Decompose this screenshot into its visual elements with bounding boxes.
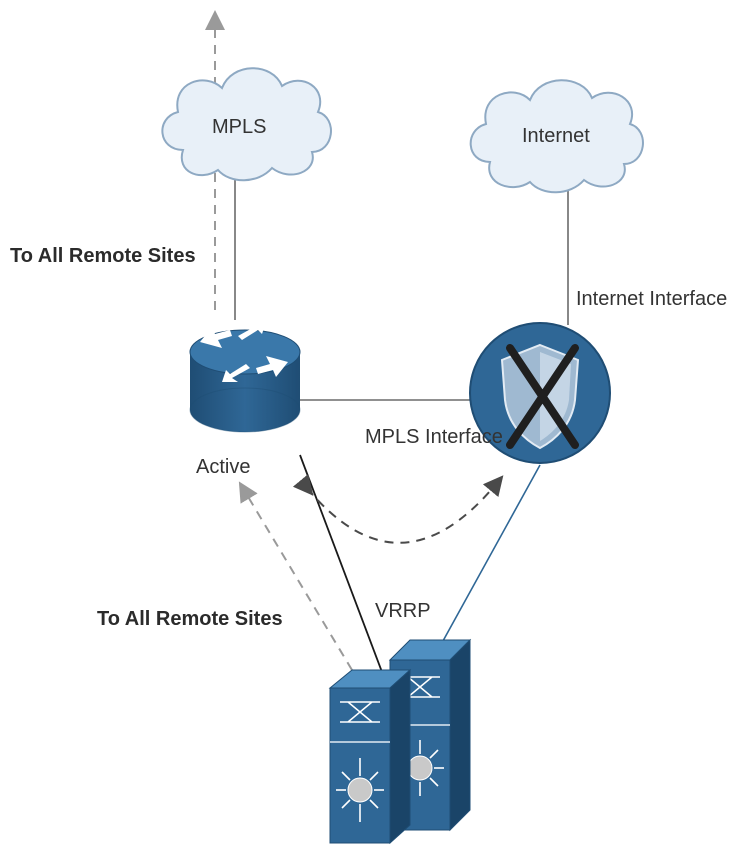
internet-cloud-label: Internet — [522, 125, 590, 147]
mpls-cloud-icon: MPLS — [161, 67, 332, 182]
mpls-interface-label: MPLS Interface — [365, 426, 503, 448]
mpls-cloud-label: MPLS — [212, 116, 266, 138]
remote-sites-bottom-label: To All Remote Sites — [97, 608, 283, 630]
internet-interface-label: Internet Interface — [576, 288, 727, 310]
vrrp-arrow — [292, 473, 504, 544]
router-switch-link — [299, 454, 383, 673]
active-label: Active — [196, 456, 250, 478]
router-icon — [189, 322, 301, 433]
remote-sites-top-label: To All Remote Sites — [10, 245, 196, 267]
remote-sites-bottom-arrow — [238, 481, 353, 671]
firewall-icon — [469, 322, 611, 464]
layer3-switch-front-icon — [328, 668, 412, 845]
internet-cloud-icon: Internet — [469, 79, 644, 194]
firewall-switch-link — [437, 464, 541, 651]
vrrp-label: VRRP — [375, 600, 431, 622]
